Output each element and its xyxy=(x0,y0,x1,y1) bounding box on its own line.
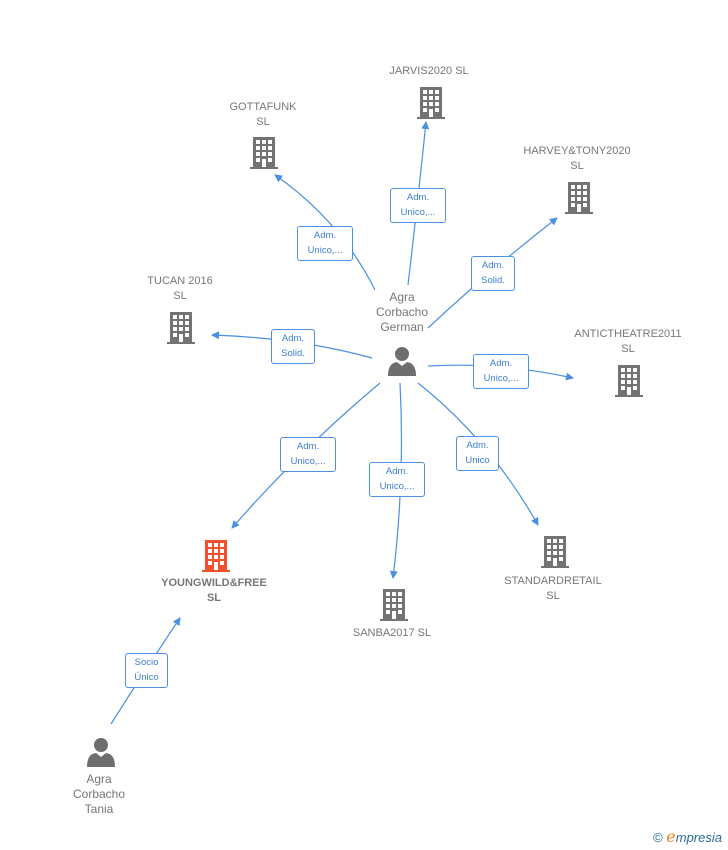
edge-label-line: Adm. xyxy=(385,466,409,477)
label-line: ANTICTHEATRE2011 xyxy=(574,328,682,340)
edge-label-line: Adm. xyxy=(489,358,513,369)
label-line: SL xyxy=(206,592,222,604)
label-line: SL xyxy=(546,590,560,602)
label-line: SANBA2017 SL xyxy=(352,627,432,639)
edge-label-line: Unico,... xyxy=(307,245,343,256)
edge-label-standard[interactable]: Adm. Unico xyxy=(456,436,499,471)
edge-label-young[interactable]: Adm. Unico,... xyxy=(280,437,336,472)
label-line: SL xyxy=(621,343,635,355)
empresia-logo: © empresia xyxy=(653,827,722,846)
person-icon-tania[interactable] xyxy=(86,737,116,767)
edge-label-line: Adm. xyxy=(481,260,505,271)
building-icon-harvey[interactable] xyxy=(564,180,594,214)
brand-e: e xyxy=(666,827,676,846)
label-line: HARVEY&TONY2020 xyxy=(523,145,631,157)
company-label-jarvis[interactable]: JARVIS2020 SL xyxy=(389,64,468,79)
edge-label-line: Socio xyxy=(134,657,159,668)
building-icon-sanba[interactable] xyxy=(379,587,409,621)
copyright-icon: © xyxy=(653,830,663,845)
label-line: YOUNGWILD&FREE xyxy=(161,577,267,589)
label-line: SL xyxy=(570,160,584,172)
label-line: JARVIS2020 SL xyxy=(389,65,469,77)
edge-label-line: Unico,... xyxy=(290,456,326,467)
label-line: STANDARDRETAIL xyxy=(504,575,602,587)
building-icon-young[interactable] xyxy=(201,538,231,572)
building-icon-tucan[interactable] xyxy=(166,310,196,344)
building-icon-antic[interactable] xyxy=(614,363,644,397)
edge-label-jarvis[interactable]: Adm. Unico,... xyxy=(390,188,446,223)
edge-label-line: Adm. xyxy=(296,441,320,452)
label-line: Corbacho xyxy=(72,787,126,801)
edge-label-line: Solid. xyxy=(481,275,505,286)
company-label-standard[interactable]: STANDARDRETAIL SL xyxy=(504,574,601,604)
building-icon-standard[interactable] xyxy=(540,534,570,568)
label-line: German xyxy=(380,320,424,334)
label-line: Tania xyxy=(84,802,114,816)
building-icon-jarvis[interactable] xyxy=(416,85,446,119)
edge-label-line: Unico,... xyxy=(483,373,519,384)
edge-label-line: Unico xyxy=(465,455,490,466)
edge-label-line: Solid. xyxy=(281,348,305,359)
edge-label-harvey[interactable]: Adm. Solid. xyxy=(471,256,515,291)
edge-label-line: Adm. xyxy=(281,333,305,344)
company-label-sanba[interactable]: SANBA2017 SL xyxy=(353,626,431,641)
edge-label-line: Unico,... xyxy=(400,207,436,218)
edge-label-sanba[interactable]: Adm. Unico,... xyxy=(369,462,425,497)
label-line: SL xyxy=(256,116,270,128)
label-line: GOTTAFUNK xyxy=(229,101,297,113)
label-line: SL xyxy=(173,290,187,302)
edge-label-line: Adm. xyxy=(466,440,489,451)
label-line: Agra xyxy=(389,290,415,304)
building-icon-gottafunk[interactable] xyxy=(249,135,279,169)
edge-label-line: Único xyxy=(134,672,159,683)
label-line: Corbacho xyxy=(375,305,429,319)
edge-label-antic[interactable]: Adm. Unico,... xyxy=(473,354,529,389)
edge-label-line: Unico,... xyxy=(379,481,415,492)
company-label-young[interactable]: YOUNGWILD&FREE SL xyxy=(161,576,267,606)
edge-label-line: Adm. xyxy=(406,192,430,203)
brand-text: mpresia xyxy=(675,830,722,845)
company-label-gottafunk[interactable]: GOTTAFUNK SL xyxy=(229,100,296,130)
label-line: TUCAN 2016 xyxy=(147,275,213,287)
person-icon-german[interactable] xyxy=(387,346,417,376)
edge-label-line: Adm. xyxy=(313,230,337,241)
edge-label-gottafunk[interactable]: Adm. Unico,... xyxy=(297,226,353,261)
edge-label-tucan[interactable]: Adm. Solid. xyxy=(271,329,315,364)
label-line: Agra xyxy=(86,772,112,786)
